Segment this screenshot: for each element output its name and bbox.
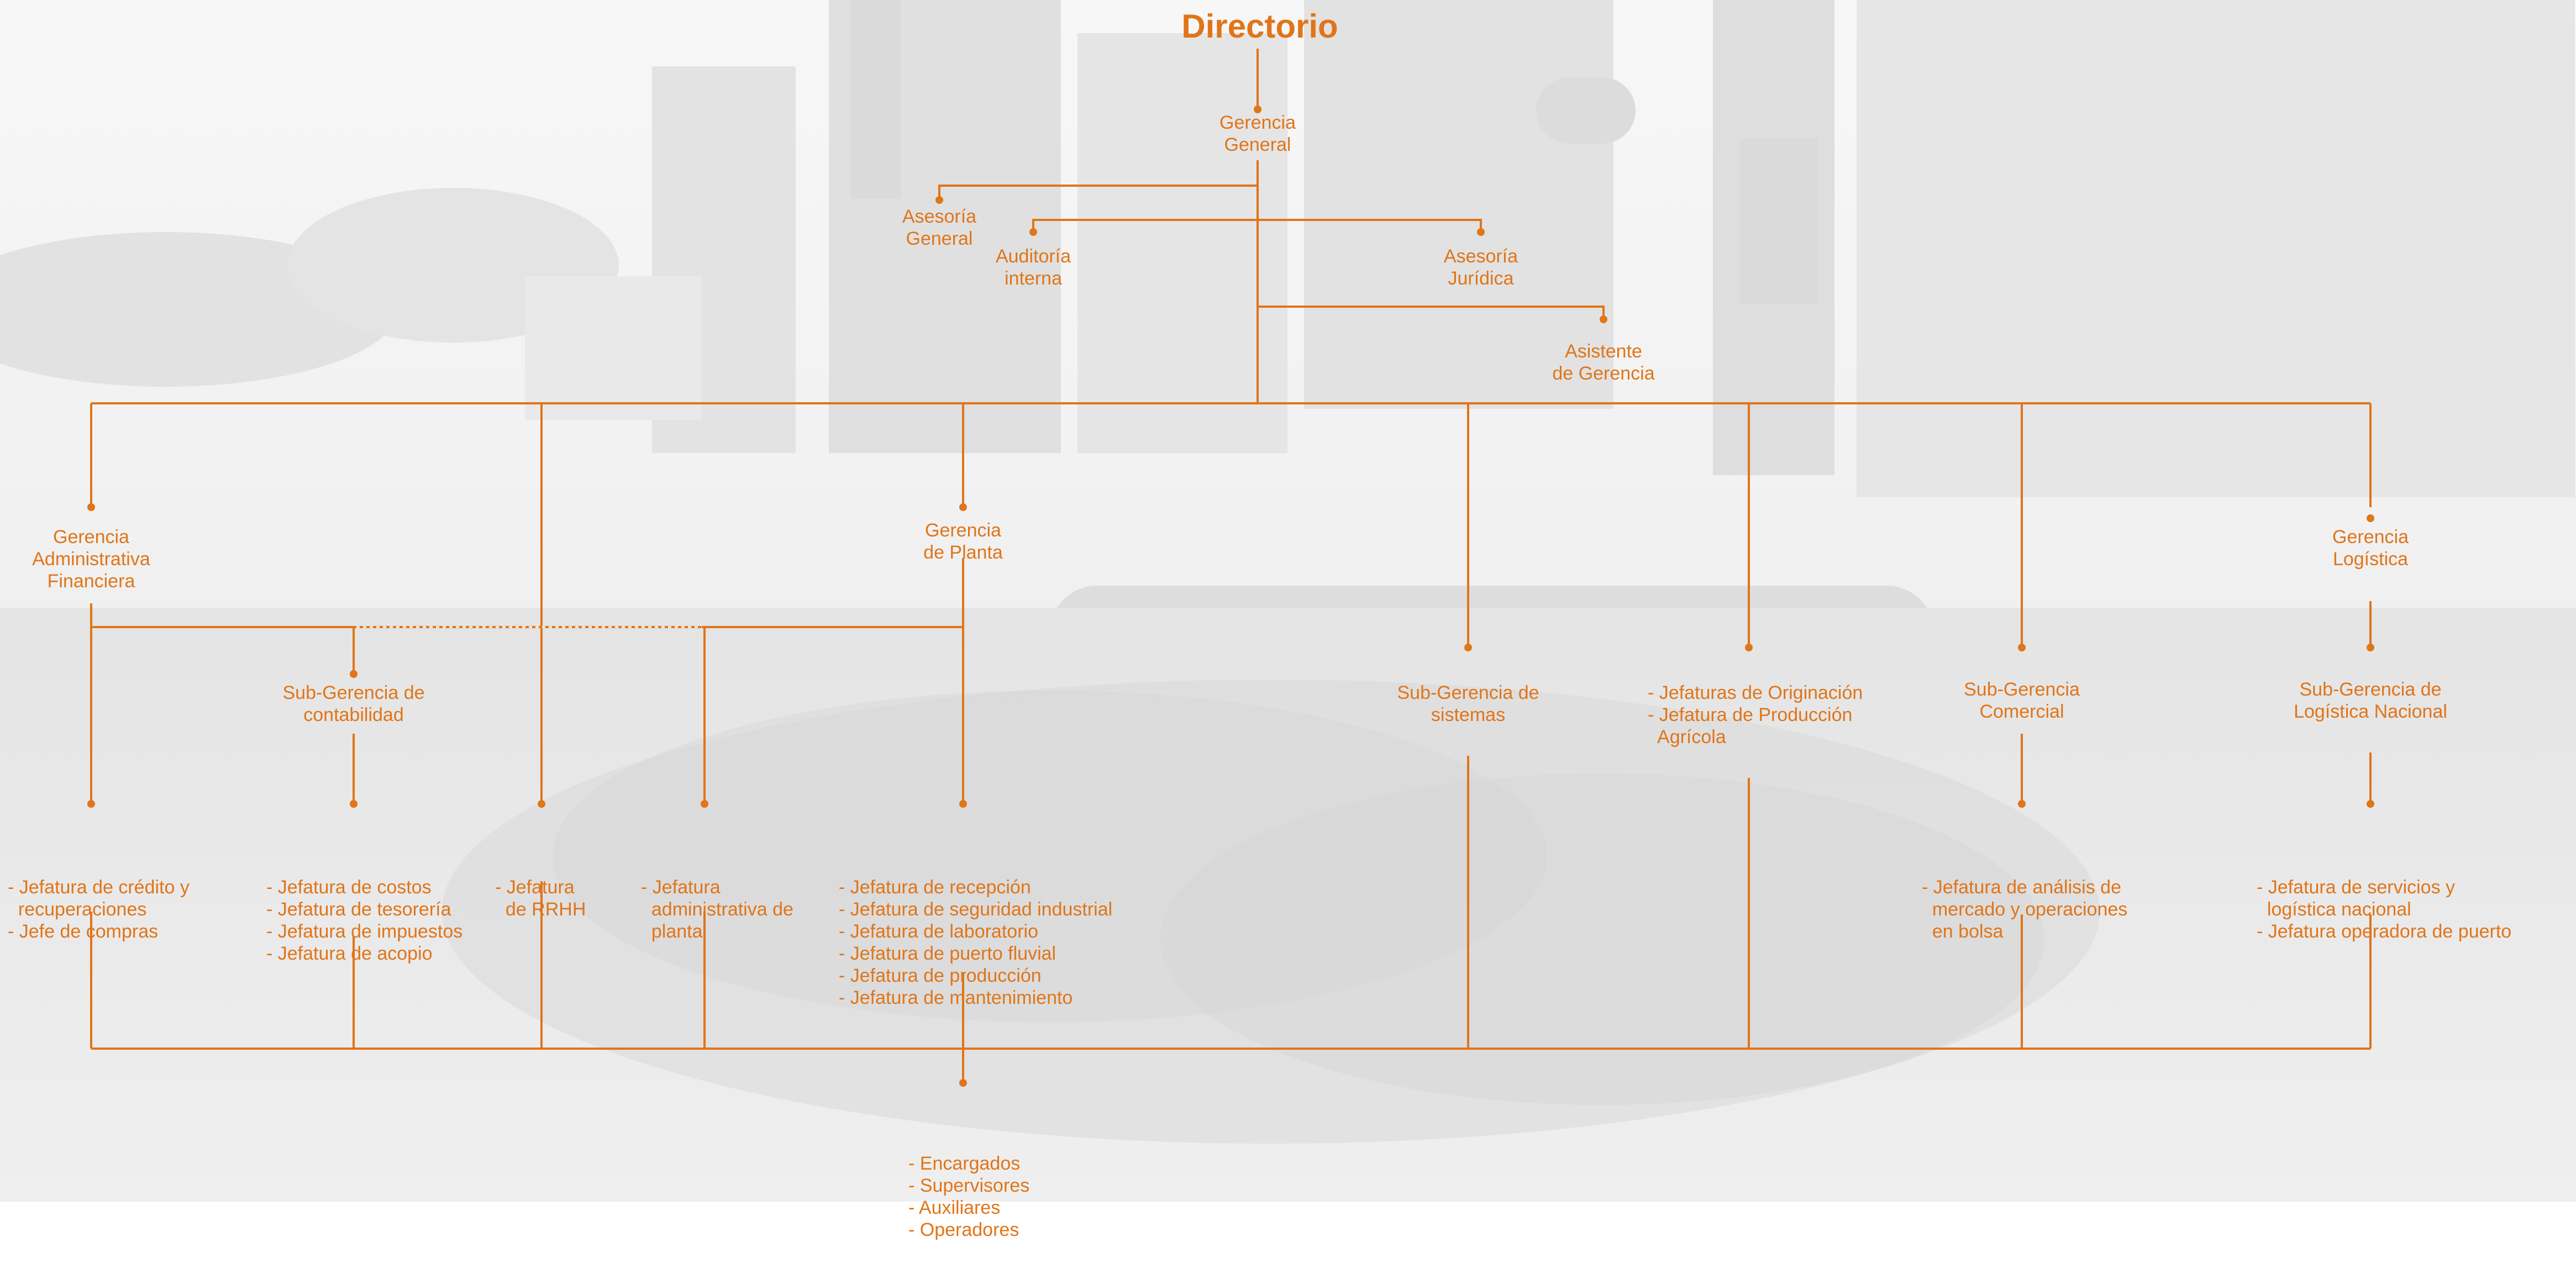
node-jefaturas-originacion: - Jefaturas de Originación- Jefatura de … <box>1648 682 1863 748</box>
list-jefatura-rrhh: - Jefatura de RRHH <box>495 877 586 920</box>
org-chart-connectors <box>87 49 2374 1087</box>
list-jefatura-servicios: - Jefatura de servicios y logística naci… <box>2257 877 2512 942</box>
plant-background-photo <box>0 0 2576 1202</box>
list-jefatura-costos: - Jefatura de costos- Jefatura de tesore… <box>266 877 463 964</box>
chart-title: Directorio <box>1181 8 1338 45</box>
list-jefatura-credito: - Jefatura de crédito y recuperaciones- … <box>8 877 190 942</box>
list-jefaturas-planta: - Jefatura de recepción- Jefatura de seg… <box>839 877 1113 1008</box>
list-jefatura-mercado: - Jefatura de análisis de mercado y oper… <box>1922 877 2128 942</box>
list-personal-operativo: - Encargados- Supervisores- Auxiliares- … <box>908 1153 1030 1240</box>
list-jefatura-administrativa-planta: - Jefatura administrativa de planta <box>641 877 793 942</box>
